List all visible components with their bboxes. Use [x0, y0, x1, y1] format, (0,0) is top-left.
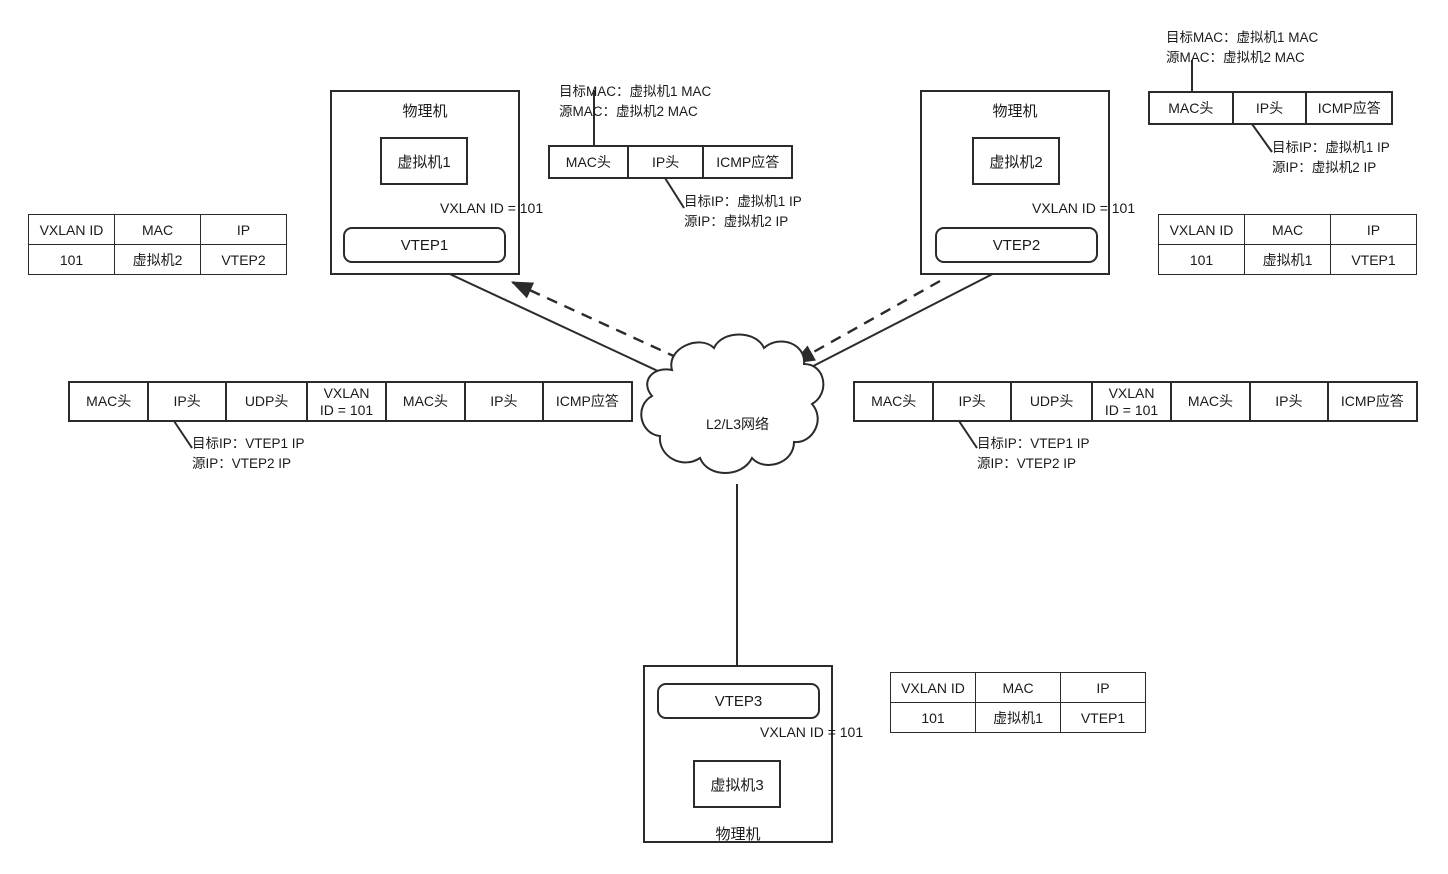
table-row: 101 虚拟机1 VTEP1: [1158, 244, 1417, 275]
host-bottom-title: 物理机: [715, 826, 761, 843]
vm-1: 虚拟机1: [380, 137, 468, 185]
table-cell: VTEP1: [1330, 244, 1417, 275]
link-vtep2-cloud: [785, 261, 1017, 381]
table-header-row: VXLAN ID MAC IP: [28, 214, 287, 245]
table-header-row: VXLAN ID MAC IP: [1158, 214, 1417, 245]
annotation-mac-top-left: 目标MAC：虚拟机1 MAC 源MAC：虚拟机2 MAC: [559, 84, 712, 119]
table-cell: 虚拟机2: [114, 244, 201, 275]
vm-2-label: 虚拟机2: [989, 153, 1043, 171]
table-header-cell: MAC: [114, 214, 201, 245]
vtep-2-label: VTEP2: [992, 236, 1041, 254]
link-vtep1-cloud: [423, 261, 691, 387]
table-header-cell: VXLAN ID: [28, 214, 115, 245]
annotation-ip-encap-left: 目标IP：VTEP1 IP 源IP：VTEP2 IP: [192, 436, 305, 471]
table-cell: 虚拟机1: [1244, 244, 1331, 275]
vm-3-label: 虚拟机3: [710, 776, 764, 794]
leader-ip-encap-left: [171, 417, 193, 449]
packet-encap-left: MAC头 IP头 UDP头 VXLAN ID = 101 MAC头 IP头 IC…: [68, 381, 633, 422]
leader-ip-encap-right: [956, 417, 978, 449]
table-header-row: VXLAN ID MAC IP: [890, 672, 1146, 703]
table-row: 101 虚拟机1 VTEP1: [890, 702, 1146, 733]
vm-3: 虚拟机3: [693, 760, 781, 808]
packet-cell: UDP头: [227, 383, 309, 420]
packet-cell: IP头: [1234, 93, 1308, 123]
packet-cell: ICMP应答: [716, 153, 780, 170]
vtep-3-label: VTEP3: [714, 692, 763, 710]
table-header-cell: MAC: [975, 672, 1061, 703]
packet-cell: IP头: [934, 383, 1012, 420]
vm-1-label: 虚拟机1: [397, 153, 451, 171]
host-left-title: 物理机: [402, 103, 448, 120]
packet-cell: MAC头: [1172, 383, 1252, 420]
vxlan-table-right: VXLAN ID MAC IP 101 虚拟机1 VTEP1: [1158, 214, 1417, 275]
annotation-ip-encap-right: 目标IP：VTEP1 IP 源IP：VTEP2 IP: [977, 436, 1090, 471]
table-header-cell: IP: [1060, 672, 1146, 703]
packet-cell: IP头: [149, 383, 227, 420]
vtep-2: VTEP2: [935, 227, 1098, 263]
table-header-cell: MAC: [1244, 214, 1331, 245]
packet-cell: UDP头: [1012, 383, 1094, 420]
table-cell: 虚拟机1: [975, 702, 1061, 733]
table-cell: VTEP1: [1060, 702, 1146, 733]
annotation-ip-top-right: 目标IP：虚拟机1 IP 源IP：虚拟机2 IP: [1272, 140, 1390, 175]
vxlan-table-left: VXLAN ID MAC IP 101 虚拟机2 VTEP2: [28, 214, 287, 275]
packet-cell: ICMP应答: [1340, 393, 1404, 410]
network-cloud: [640, 333, 825, 474]
annotation-ip-top-left: 目标IP：虚拟机1 IP 源IP：虚拟机2 IP: [684, 194, 802, 229]
packet-cell: MAC头: [550, 147, 629, 177]
vtep-1-label: VTEP1: [400, 236, 449, 254]
host-right-title: 物理机: [992, 103, 1038, 120]
vxlan-table-bottom: VXLAN ID MAC IP 101 虚拟机1 VTEP1: [890, 672, 1146, 733]
vtep-3: VTEP3: [657, 683, 820, 719]
table-header-cell: IP: [1330, 214, 1417, 245]
packet-cell: IP头: [629, 147, 705, 177]
packet-cell-vxlan: VXLAN ID = 101: [1093, 383, 1172, 420]
table-cell: VTEP2: [200, 244, 287, 275]
packet-inner-top-right: MAC头 IP头 ICMP应答: [1148, 91, 1393, 125]
packet-cell: MAC头: [855, 383, 935, 420]
packet-cell-vxlan: VXLAN ID = 101: [308, 383, 387, 420]
packet-cell: MAC头: [1150, 93, 1234, 123]
arrow-cloud-to-vtep1: [510, 280, 679, 360]
cloud-label: L2/L3网络: [705, 416, 770, 432]
vxlan-id-label-right: VXLAN ID = 101: [1032, 200, 1136, 216]
packet-inner-top-left: MAC头 IP头 ICMP应答: [548, 145, 793, 179]
arrow-vtep2-to-cloud: [792, 279, 941, 365]
table-cell: 101: [890, 702, 976, 733]
table-header-cell: VXLAN ID: [1158, 214, 1245, 245]
vxlan-id-label-bottom: VXLAN ID = 101: [760, 724, 864, 740]
table-header-cell: VXLAN ID: [890, 672, 976, 703]
leader-ip-top-right: [1251, 123, 1273, 153]
packet-cell: ICMP应答: [555, 393, 619, 410]
table-cell: 101: [1158, 244, 1245, 275]
packet-cell: IP头: [466, 383, 544, 420]
vtep-1: VTEP1: [343, 227, 506, 263]
annotation-mac-top-right: 目标MAC：虚拟机1 MAC 源MAC：虚拟机2 MAC: [1166, 30, 1319, 65]
vm-2: 虚拟机2: [972, 137, 1060, 185]
packet-cell: MAC头: [70, 383, 150, 420]
packet-cell: MAC头: [387, 383, 467, 420]
packet-cell: IP头: [1251, 383, 1329, 420]
leader-ip-top-left: [664, 177, 685, 209]
packet-cell: ICMP应答: [1317, 99, 1381, 116]
table-row: 101 虚拟机2 VTEP2: [28, 244, 287, 275]
table-cell: 101: [28, 244, 115, 275]
vxlan-id-label-left: VXLAN ID = 101: [440, 200, 544, 216]
table-header-cell: IP: [200, 214, 287, 245]
packet-encap-right: MAC头 IP头 UDP头 VXLAN ID = 101 MAC头 IP头 IC…: [853, 381, 1418, 422]
